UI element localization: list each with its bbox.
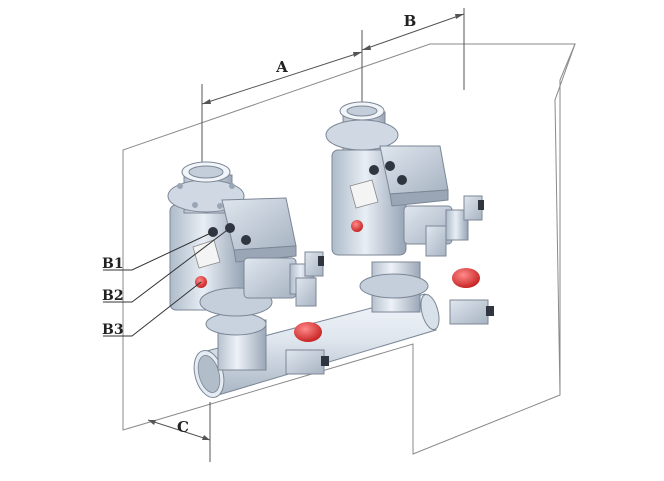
callout-leaders xyxy=(103,227,231,337)
callout-label-b3: B3 xyxy=(102,322,124,338)
dimension-label-a: A xyxy=(275,58,288,76)
callout-label-b1: B1 xyxy=(102,256,124,272)
wall-outline xyxy=(122,43,576,455)
dimension-label-b: B xyxy=(404,12,417,30)
callout-label-b2: B2 xyxy=(102,288,124,304)
dimension-lines xyxy=(147,8,465,462)
dimension-label-c: C xyxy=(177,418,189,436)
right-valve-assembly xyxy=(325,101,494,325)
left-valve-assembly xyxy=(167,161,329,375)
